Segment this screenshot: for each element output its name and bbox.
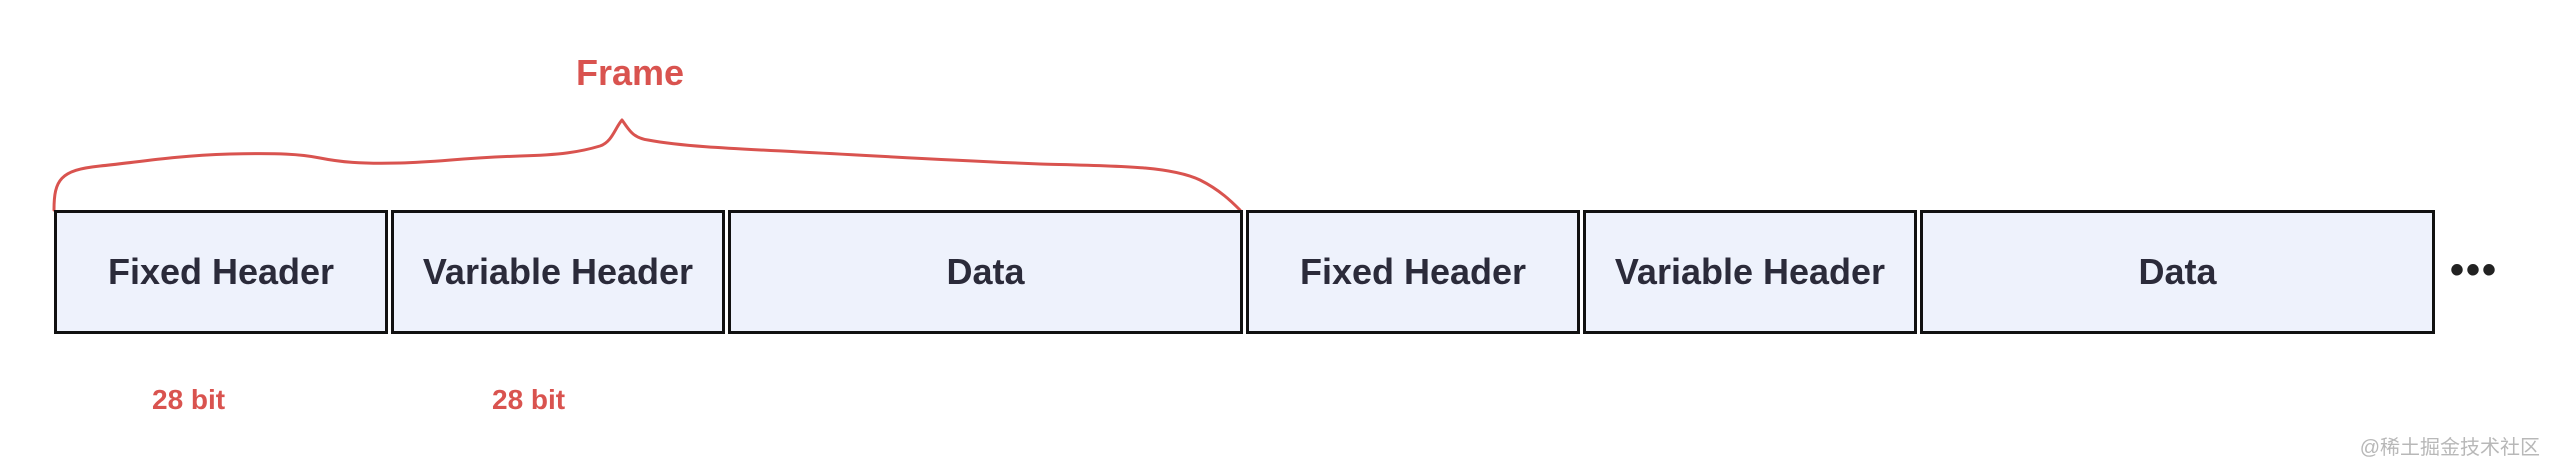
fixed-header-cell: Fixed Header [1246, 210, 1580, 334]
fixed-header-cell: Fixed Header [54, 210, 388, 334]
variable-header-cell: Variable Header [391, 210, 725, 334]
cell-label: Fixed Header [107, 251, 335, 292]
frame-label: Frame [575, 52, 685, 93]
data-cell: Data [728, 210, 1243, 334]
continuation-ellipsis: ••• [2450, 248, 2499, 292]
fixed-header-size-label: 28 bit [152, 384, 226, 415]
variable-header-size-label: 28 bit [492, 384, 566, 415]
frame-row: Fixed Header Variable Header Data Fixed … [54, 210, 2438, 334]
cell-label: Variable Header [1614, 251, 1886, 292]
data-cell: Data [1920, 210, 2435, 334]
cell-label: Fixed Header [1299, 251, 1527, 292]
cell-label: Variable Header [422, 251, 694, 292]
cell-label: Data [946, 251, 1025, 292]
variable-header-cell: Variable Header [1583, 210, 1917, 334]
cell-label: Data [2138, 251, 2217, 292]
watermark: @稀土掘金技术社区 [2359, 437, 2540, 459]
